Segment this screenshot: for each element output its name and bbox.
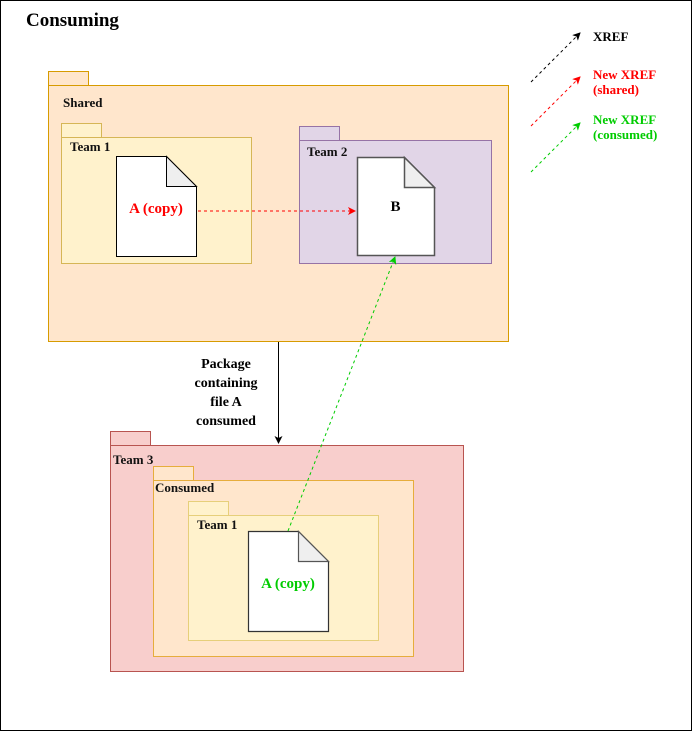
legend-new-xref-consumed-arrow — [530, 122, 581, 173]
document-a-copy-shared[interactable] — [116, 155, 198, 257]
package-shared-label: Shared — [63, 95, 103, 110]
document-b[interactable] — [356, 155, 437, 257]
legend-label-line: (consumed) — [593, 127, 658, 142]
package-shared-team1-tab — [61, 123, 102, 138]
legend-new-xref-consumed-label: New XREF (consumed) — [593, 112, 657, 142]
note-line: file A — [210, 395, 242, 410]
document-fold — [403, 155, 437, 189]
document-fold — [297, 530, 330, 563]
package-shared-team1-label: Team 1 — [70, 139, 111, 154]
legend-label-line: New XREF — [593, 67, 657, 82]
package-shared-team2-tab — [299, 126, 340, 141]
legend-xref-label: XREF — [593, 29, 628, 44]
package-consumed-team1-tab — [188, 501, 229, 516]
note-line: containing — [194, 376, 258, 391]
legend-new-xref-shared-arrow — [530, 76, 581, 127]
legend-label-line: (shared) — [593, 82, 639, 97]
document-a-copy-consumed[interactable] — [247, 530, 330, 633]
package-team3-label: Team 3 — [113, 452, 154, 467]
package-consumed-team1-label: Team 1 — [197, 517, 238, 532]
document-a-copy-shared-label: A (copy) — [129, 201, 183, 217]
note-line: consumed — [196, 414, 256, 429]
legend-xref-arrow — [530, 32, 581, 83]
legend-label-line: XREF — [593, 29, 629, 44]
package-shared-team2-label: Team 2 — [307, 144, 348, 159]
document-b-label: B — [390, 199, 401, 215]
document-a-copy-consumed-label: A (copy) — [261, 576, 315, 592]
package-consumed-label: Consumed — [155, 480, 215, 495]
diagram-title: Consuming — [26, 10, 119, 31]
document-fold — [166, 155, 198, 187]
package-shared-tab — [48, 71, 89, 86]
consumption-note: Package containing file A consumed — [188, 355, 264, 431]
package-consumed-tab — [153, 466, 194, 481]
legend-new-xref-shared-label: New XREF (shared) — [593, 67, 656, 97]
note-line: Package — [201, 357, 251, 372]
package-team3-tab — [110, 431, 151, 446]
legend-label-line: New XREF — [593, 112, 657, 127]
xref-new-consumed-arrow[interactable] — [287, 256, 397, 532]
